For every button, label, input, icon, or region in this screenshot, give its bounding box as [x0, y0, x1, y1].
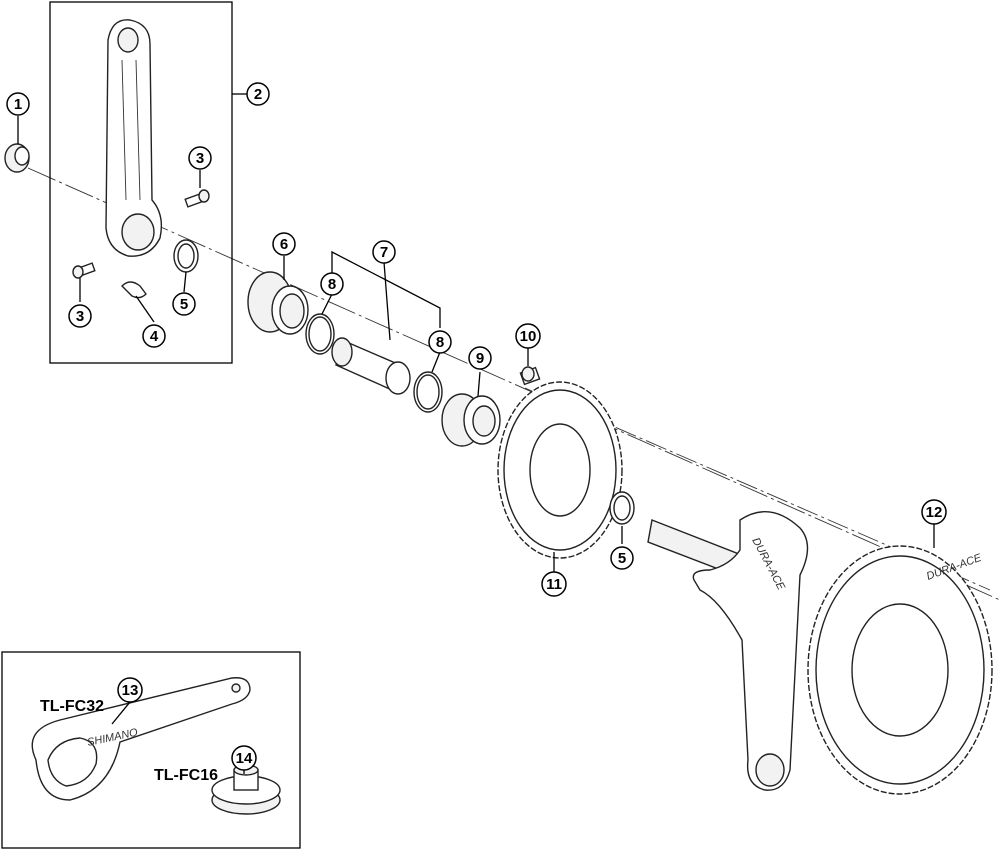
callout-13: 13 [117, 677, 143, 703]
svg-text:14: 14 [236, 750, 253, 767]
callout-10: 10 [515, 323, 541, 349]
svg-text:4: 4 [150, 328, 159, 345]
callout-14: 14 [231, 745, 257, 771]
svg-text:3: 3 [76, 308, 84, 325]
spacer-ring-right [609, 491, 635, 525]
svg-text:6: 6 [280, 236, 288, 253]
callout-12: 12 [921, 499, 947, 525]
svg-text:11: 11 [546, 576, 562, 593]
outer-chainring: DURA-ACE [807, 545, 993, 795]
tools-box [1, 651, 301, 849]
inner-chainring [497, 381, 623, 559]
svg-text:12: 12 [926, 504, 943, 521]
left-crank-group-box [49, 1, 233, 364]
callout-5-left: 5 [172, 292, 196, 316]
o-ring-left [305, 313, 335, 355]
svg-text:10: 10 [520, 328, 537, 345]
svg-text:8: 8 [436, 334, 444, 351]
svg-text:5: 5 [618, 550, 626, 567]
crank-bolt-lower [72, 262, 96, 279]
svg-text:2: 2 [254, 86, 262, 103]
crank-arm-cap [4, 143, 30, 173]
callout-8-left: 8 [320, 272, 344, 296]
left-crank-arm [105, 19, 163, 257]
callout-3-upper: 3 [188, 146, 212, 170]
callout-3-lower: 3 [68, 304, 92, 328]
stopper-plate [121, 281, 147, 299]
svg-text:7: 7 [380, 244, 388, 261]
callout-8-right: 8 [428, 330, 452, 354]
leader-lines [17, 116, 935, 774]
callout-6: 6 [272, 232, 296, 256]
svg-text:9: 9 [476, 350, 484, 367]
adapter-tool [211, 764, 281, 815]
right-crank-arm: DURA-ACE [647, 511, 809, 791]
svg-text:3: 3 [196, 150, 204, 167]
chainring-bolt [519, 366, 541, 386]
svg-text:8: 8 [328, 276, 336, 293]
o-ring-right [413, 371, 443, 413]
assembly-axis [27, 167, 1000, 601]
callout-11: 11 [541, 571, 567, 597]
svg-text:5: 5 [180, 296, 188, 313]
callout-2: 2 [246, 82, 270, 106]
callout-7: 7 [372, 240, 396, 264]
callout-5-right: 5 [610, 546, 634, 570]
right-adapter-cup [441, 393, 501, 447]
adapter-tool-label: TL-FC16 [154, 767, 218, 784]
crank-bolt-upper [184, 189, 210, 208]
left-adapter-cup [247, 271, 309, 335]
svg-text:13: 13 [122, 682, 139, 699]
callout-9: 9 [468, 346, 492, 370]
wrench-tool-label: TL-FC32 [40, 698, 104, 715]
callout-1: 1 [6, 92, 30, 116]
callout-4: 4 [142, 324, 166, 348]
inner-cover-tube [331, 337, 411, 395]
svg-text:1: 1 [14, 96, 22, 113]
